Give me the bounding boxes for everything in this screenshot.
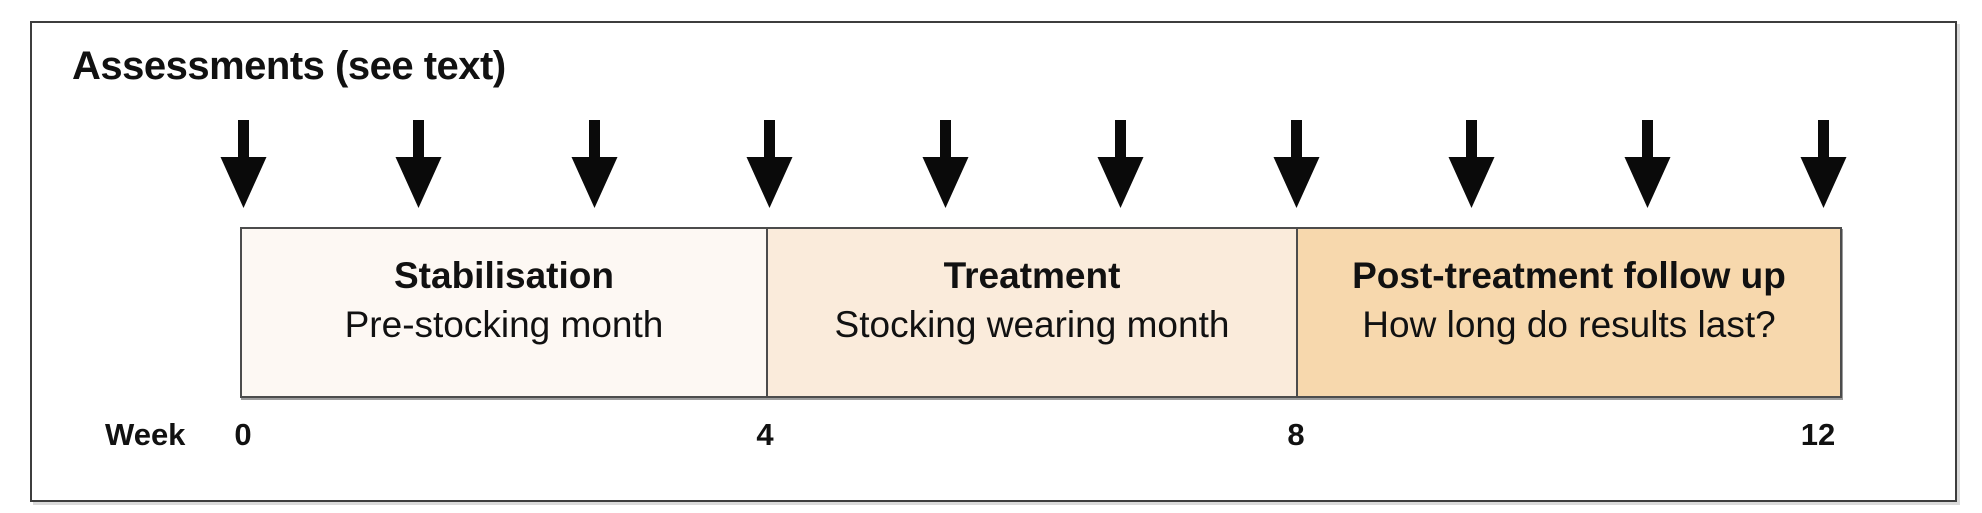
phase-subtitle: Pre-stocking month [344, 303, 664, 345]
phase-subtitle: How long do results last? [1362, 303, 1776, 345]
assessment-arrow-icon [395, 120, 442, 208]
week-tick-8: 8 [1287, 417, 1305, 452]
phase-subtitle: Stocking wearing month [834, 303, 1230, 345]
assessment-arrow-icon [922, 120, 969, 208]
week-tick-0: 0 [234, 417, 252, 452]
assessment-arrow-icon [1800, 120, 1847, 208]
phase-title: Post-treatment follow up [1352, 254, 1786, 296]
assessment-arrow-icon [1097, 120, 1144, 208]
phase-box-post-treatment-follow-up: Post-treatment follow up How long do resu… [1298, 227, 1842, 398]
diagram-title: Assessments (see text) [72, 44, 506, 88]
week-tick-12: 12 [1800, 417, 1836, 452]
phase-title: Stabilisation [394, 254, 614, 296]
assessment-arrow-icon [1624, 120, 1671, 208]
phase-title: Treatment [943, 254, 1121, 296]
assessment-arrow-icon [1448, 120, 1495, 208]
assessment-arrow-icon [220, 120, 267, 208]
assessment-arrow-icon [571, 120, 618, 208]
assessment-arrow-icon [746, 120, 793, 208]
assessment-arrow-icon [1273, 120, 1320, 208]
week-axis-label: Week [105, 417, 186, 452]
week-tick-4: 4 [756, 417, 774, 452]
